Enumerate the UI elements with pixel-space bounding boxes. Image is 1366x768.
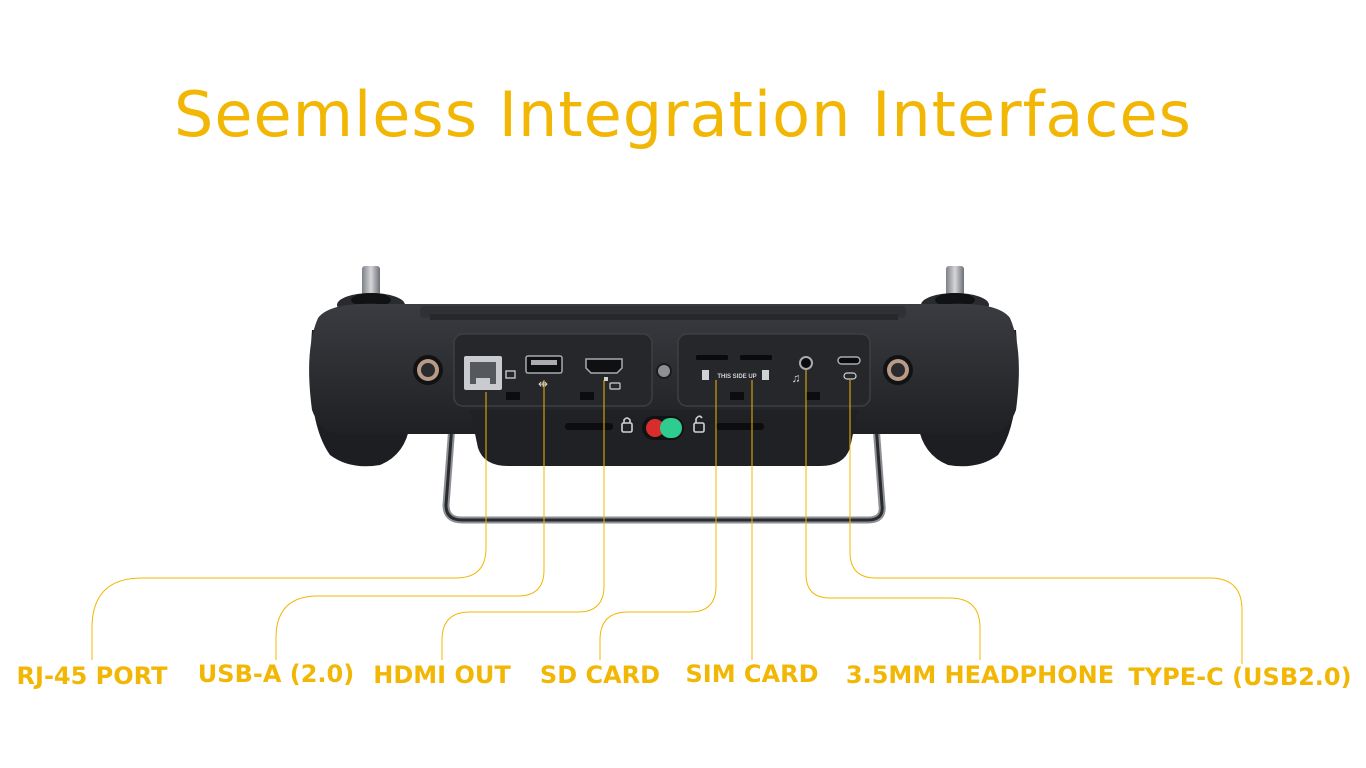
label-sd-card: SD CARD [539, 661, 661, 689]
callout-line-hdmi [441, 380, 605, 660]
callout-line-sd [599, 380, 717, 660]
callout-line-rj45 [91, 392, 487, 660]
sim-slot-text: THIS SIDE UP [717, 374, 756, 380]
sim-slot [740, 355, 772, 380]
lock-switch [621, 415, 705, 440]
callout-line-typec [849, 380, 1243, 664]
callout-line-usba [275, 380, 545, 660]
headphone-jack [799, 356, 813, 370]
usb-icon: ⇹ [538, 377, 548, 391]
hdmi-port [585, 358, 623, 390]
callout-line-headphone [805, 370, 981, 660]
callout-lines [91, 370, 1243, 664]
rj45-port [464, 356, 516, 390]
page-title: Seemless Integration Interfaces [174, 78, 1192, 151]
label-usba: USB-A (2.0) [197, 660, 355, 688]
label-sim-card: SIM CARD [685, 660, 819, 688]
right-button [883, 355, 913, 385]
sd-slot [696, 355, 728, 380]
stand [442, 424, 886, 524]
unlock-icon [693, 415, 705, 433]
typec-port [837, 356, 861, 380]
lock-icon [621, 417, 633, 433]
label-rj45-port: RJ-45 PORT [16, 662, 168, 690]
headphone-icon: ♫ [792, 371, 801, 385]
left-button [413, 355, 443, 385]
right-port-panel [677, 333, 871, 407]
label-headphone: 3.5MM HEADPHONE [845, 661, 1115, 689]
center-screw [656, 363, 672, 379]
usba-port [525, 355, 563, 374]
label-hdmi-out: HDMI OUT [373, 661, 511, 689]
label-typec: TYPE-C (USB2.0) [1128, 663, 1352, 691]
